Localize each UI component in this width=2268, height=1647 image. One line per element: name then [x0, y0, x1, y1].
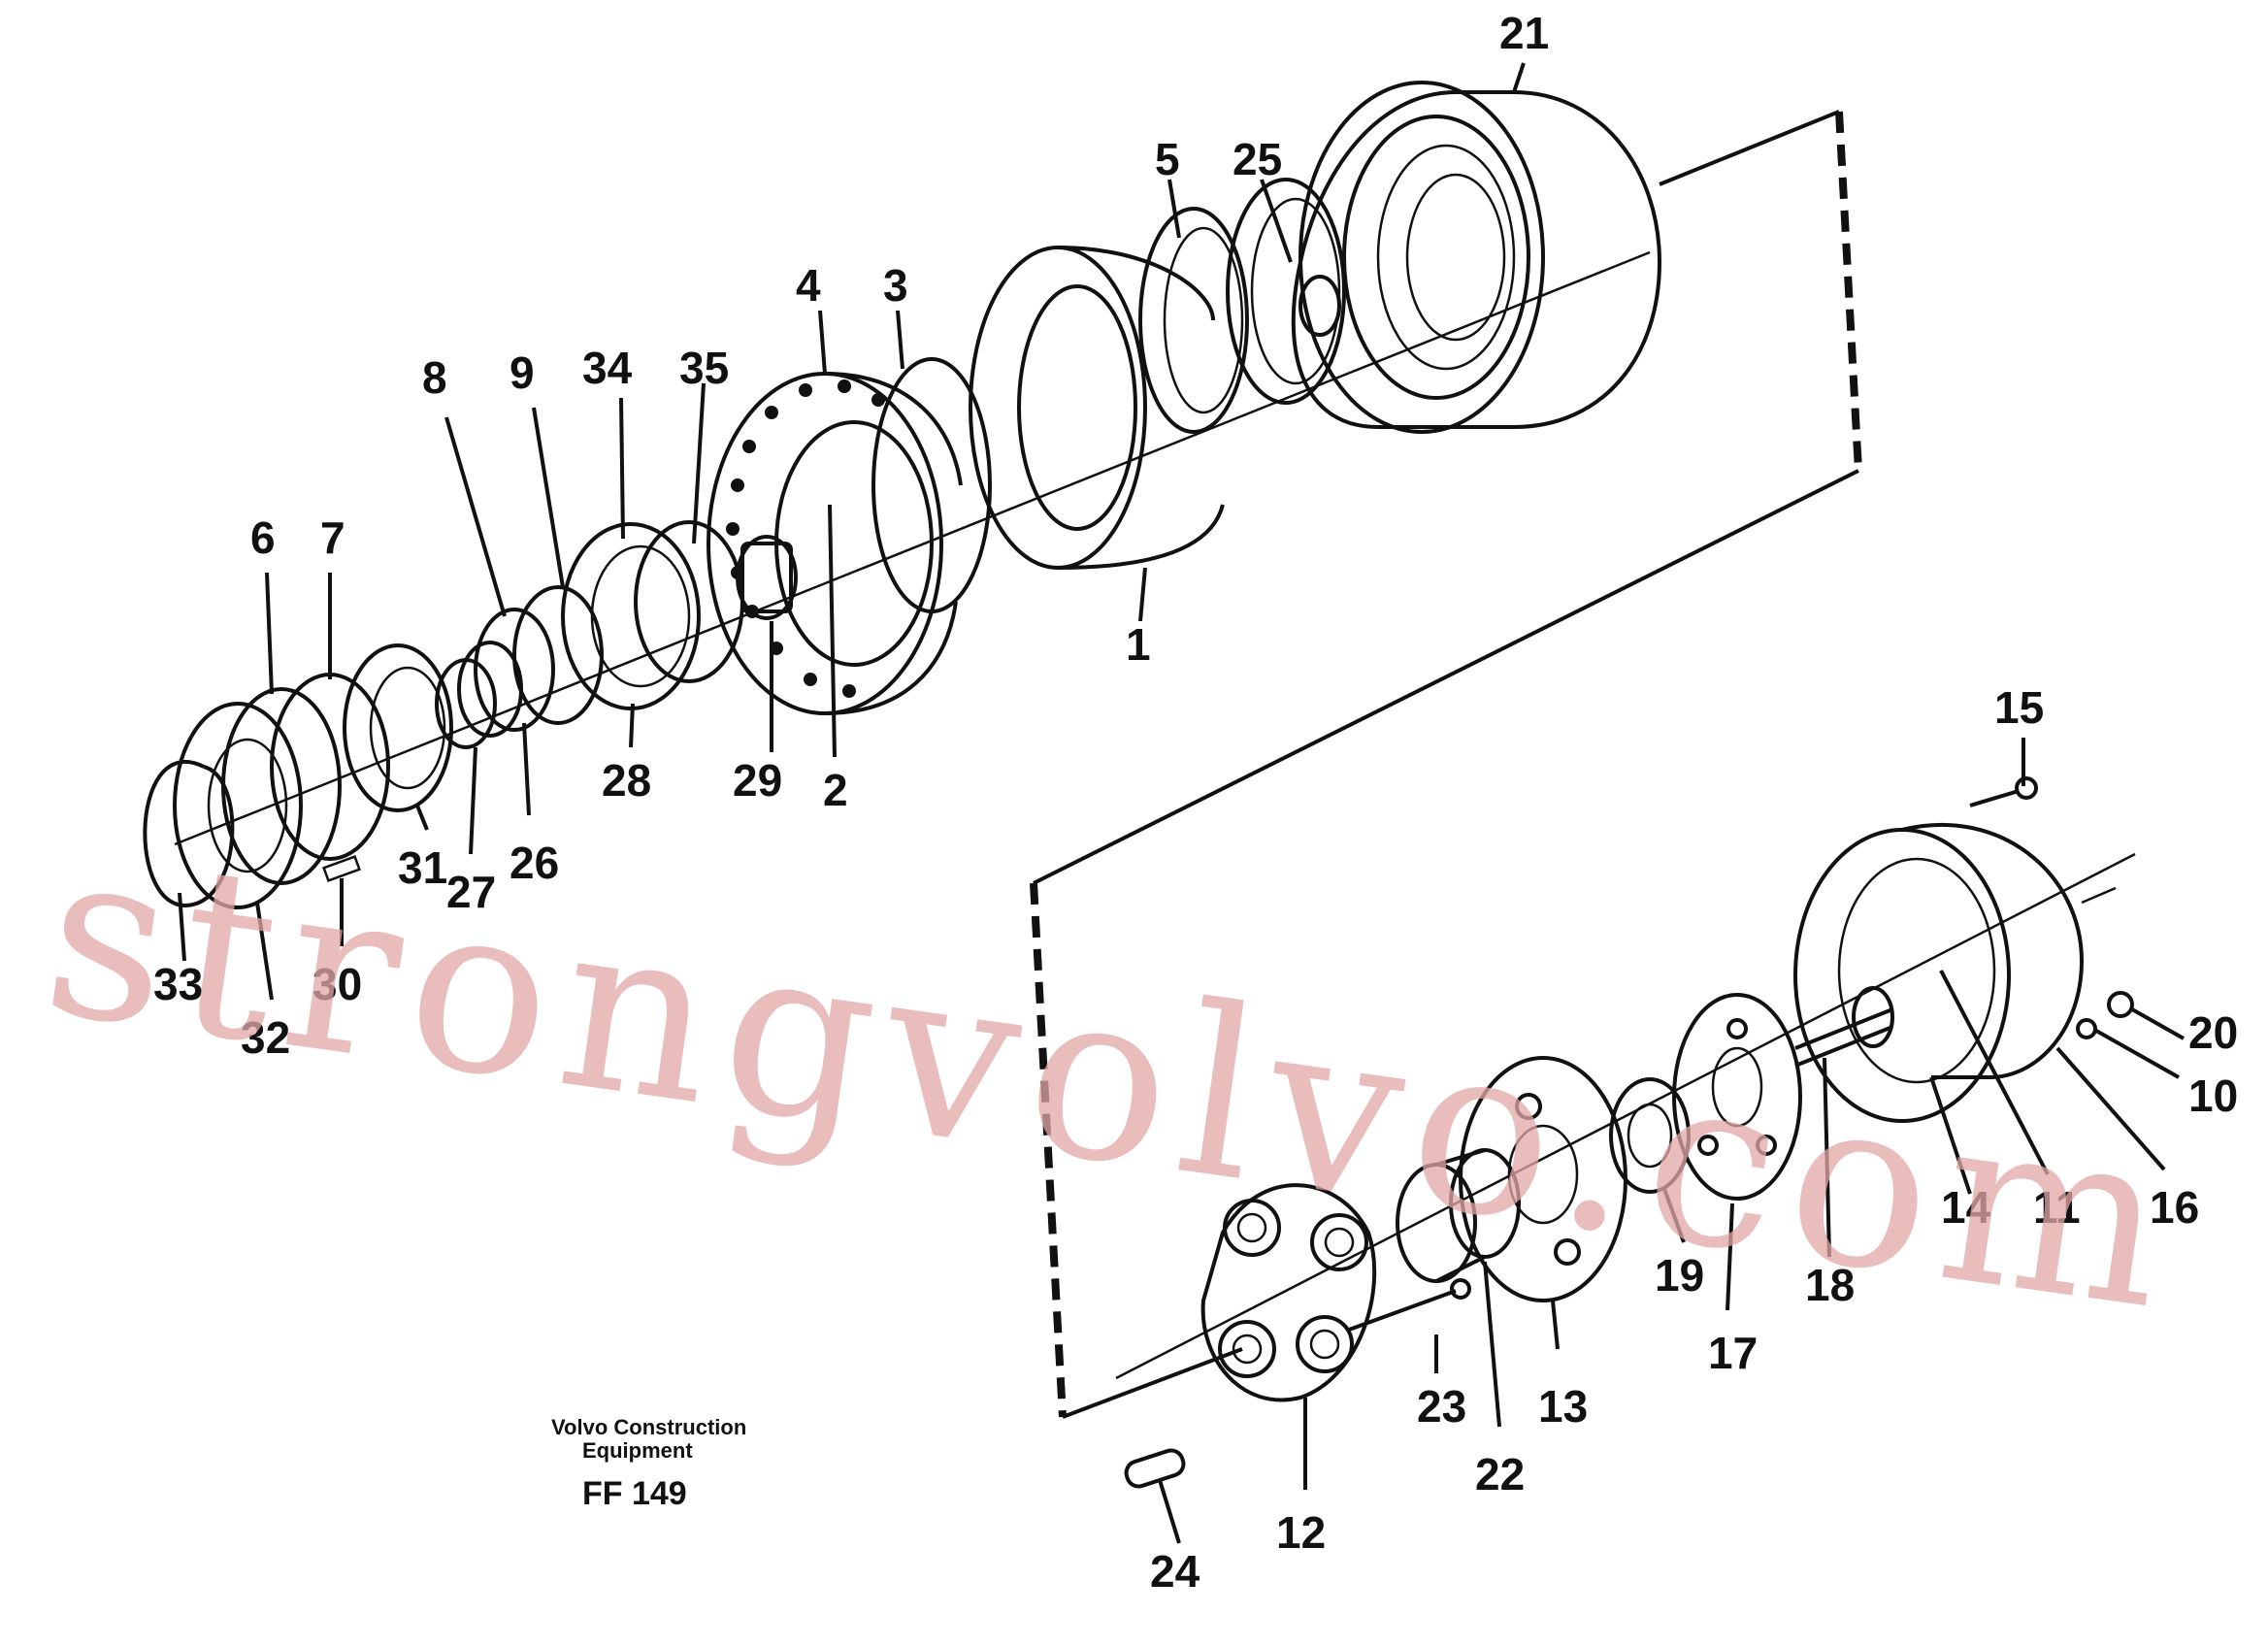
snap-ring-9: [512, 585, 604, 725]
label-24: 24: [1150, 1546, 1200, 1597]
ring-26: [457, 641, 523, 738]
label-4: 4: [796, 260, 821, 311]
label-17: 17: [1708, 1328, 1758, 1378]
upper-assembly: [143, 81, 1840, 909]
lower-assembly: [1115, 776, 2136, 1489]
bearing-set-28-34-35: [561, 520, 744, 710]
label-10: 10: [2188, 1071, 2238, 1121]
sun-shaft-18: [1794, 986, 1894, 1068]
label-34: 34: [582, 343, 633, 393]
bearing-25: [1226, 178, 1346, 405]
label-18: 18: [1805, 1260, 1855, 1310]
label-3: 3: [883, 260, 908, 311]
label-22: 22: [1475, 1449, 1525, 1499]
pin-30: [322, 855, 361, 882]
label-25: 25: [1233, 134, 1282, 184]
label-14: 14: [1941, 1182, 1991, 1233]
label-28: 28: [602, 755, 651, 806]
label-9: 9: [509, 347, 535, 398]
label-13: 13: [1538, 1381, 1588, 1432]
label-19: 19: [1655, 1250, 1704, 1301]
label-8: 8: [422, 352, 447, 403]
caption-line-1: Volvo Construction: [551, 1415, 746, 1439]
label-2: 2: [823, 765, 848, 815]
part-number-labels: 21 5 25 4 3 8 9 34 35 6 7 1 28 29 2 26 3…: [153, 8, 2238, 1597]
seal-ring-5: [1138, 207, 1249, 434]
snap-ring-8: [474, 608, 555, 732]
diagram-caption: Volvo Construction Equipment FF 149: [551, 1415, 746, 1512]
planet-gear-19: [1609, 1077, 1691, 1194]
planet-carrier-12: [1200, 1183, 1377, 1402]
label-26: 26: [509, 838, 559, 888]
ring-27: [435, 658, 497, 749]
label-31: 31: [398, 842, 447, 893]
label-16: 16: [2150, 1182, 2199, 1233]
label-27: 27: [446, 867, 496, 917]
label-33: 33: [153, 959, 203, 1009]
label-21: 21: [1499, 8, 1549, 58]
screw-15: [1969, 776, 2038, 807]
seal-carrier-31: [343, 643, 453, 812]
spline-shaft-29: [736, 535, 798, 620]
gear-shaft-22: [1396, 1148, 1521, 1283]
label-32: 32: [241, 1012, 290, 1063]
bolt-hub-4: [707, 372, 963, 715]
label-23: 23: [1417, 1381, 1466, 1432]
o-ring-3: [871, 357, 992, 613]
planet-carrier-17: [1672, 993, 1802, 1201]
label-7: 7: [320, 512, 345, 563]
caption-line-2: Equipment: [582, 1438, 693, 1463]
label-6: 6: [250, 512, 276, 563]
label-29: 29: [733, 755, 782, 806]
ring-gear-housing-14: [1793, 823, 2117, 1123]
label-5: 5: [1155, 134, 1180, 184]
figure-code: FF 149: [582, 1475, 687, 1512]
circlip-33: [143, 760, 235, 907]
drum-housing-21: [1291, 81, 1840, 434]
label-30: 30: [312, 959, 362, 1009]
cover-32: [173, 702, 303, 909]
label-11: 11: [2033, 1182, 2081, 1233]
label-12: 12: [1276, 1507, 1326, 1558]
plug-20: [2107, 991, 2134, 1018]
connector-frame: [1030, 111, 1862, 1419]
label-35: 35: [679, 343, 729, 393]
label-1-upper: 1: [1126, 619, 1151, 670]
label-20: 20: [2188, 1007, 2238, 1058]
flange-hub-1: [969, 246, 1225, 570]
label-15: 15: [1994, 682, 2044, 733]
leader-lines: [178, 62, 2185, 1544]
pin-24: [1124, 1448, 1186, 1489]
washer-10: [2076, 1018, 2097, 1039]
